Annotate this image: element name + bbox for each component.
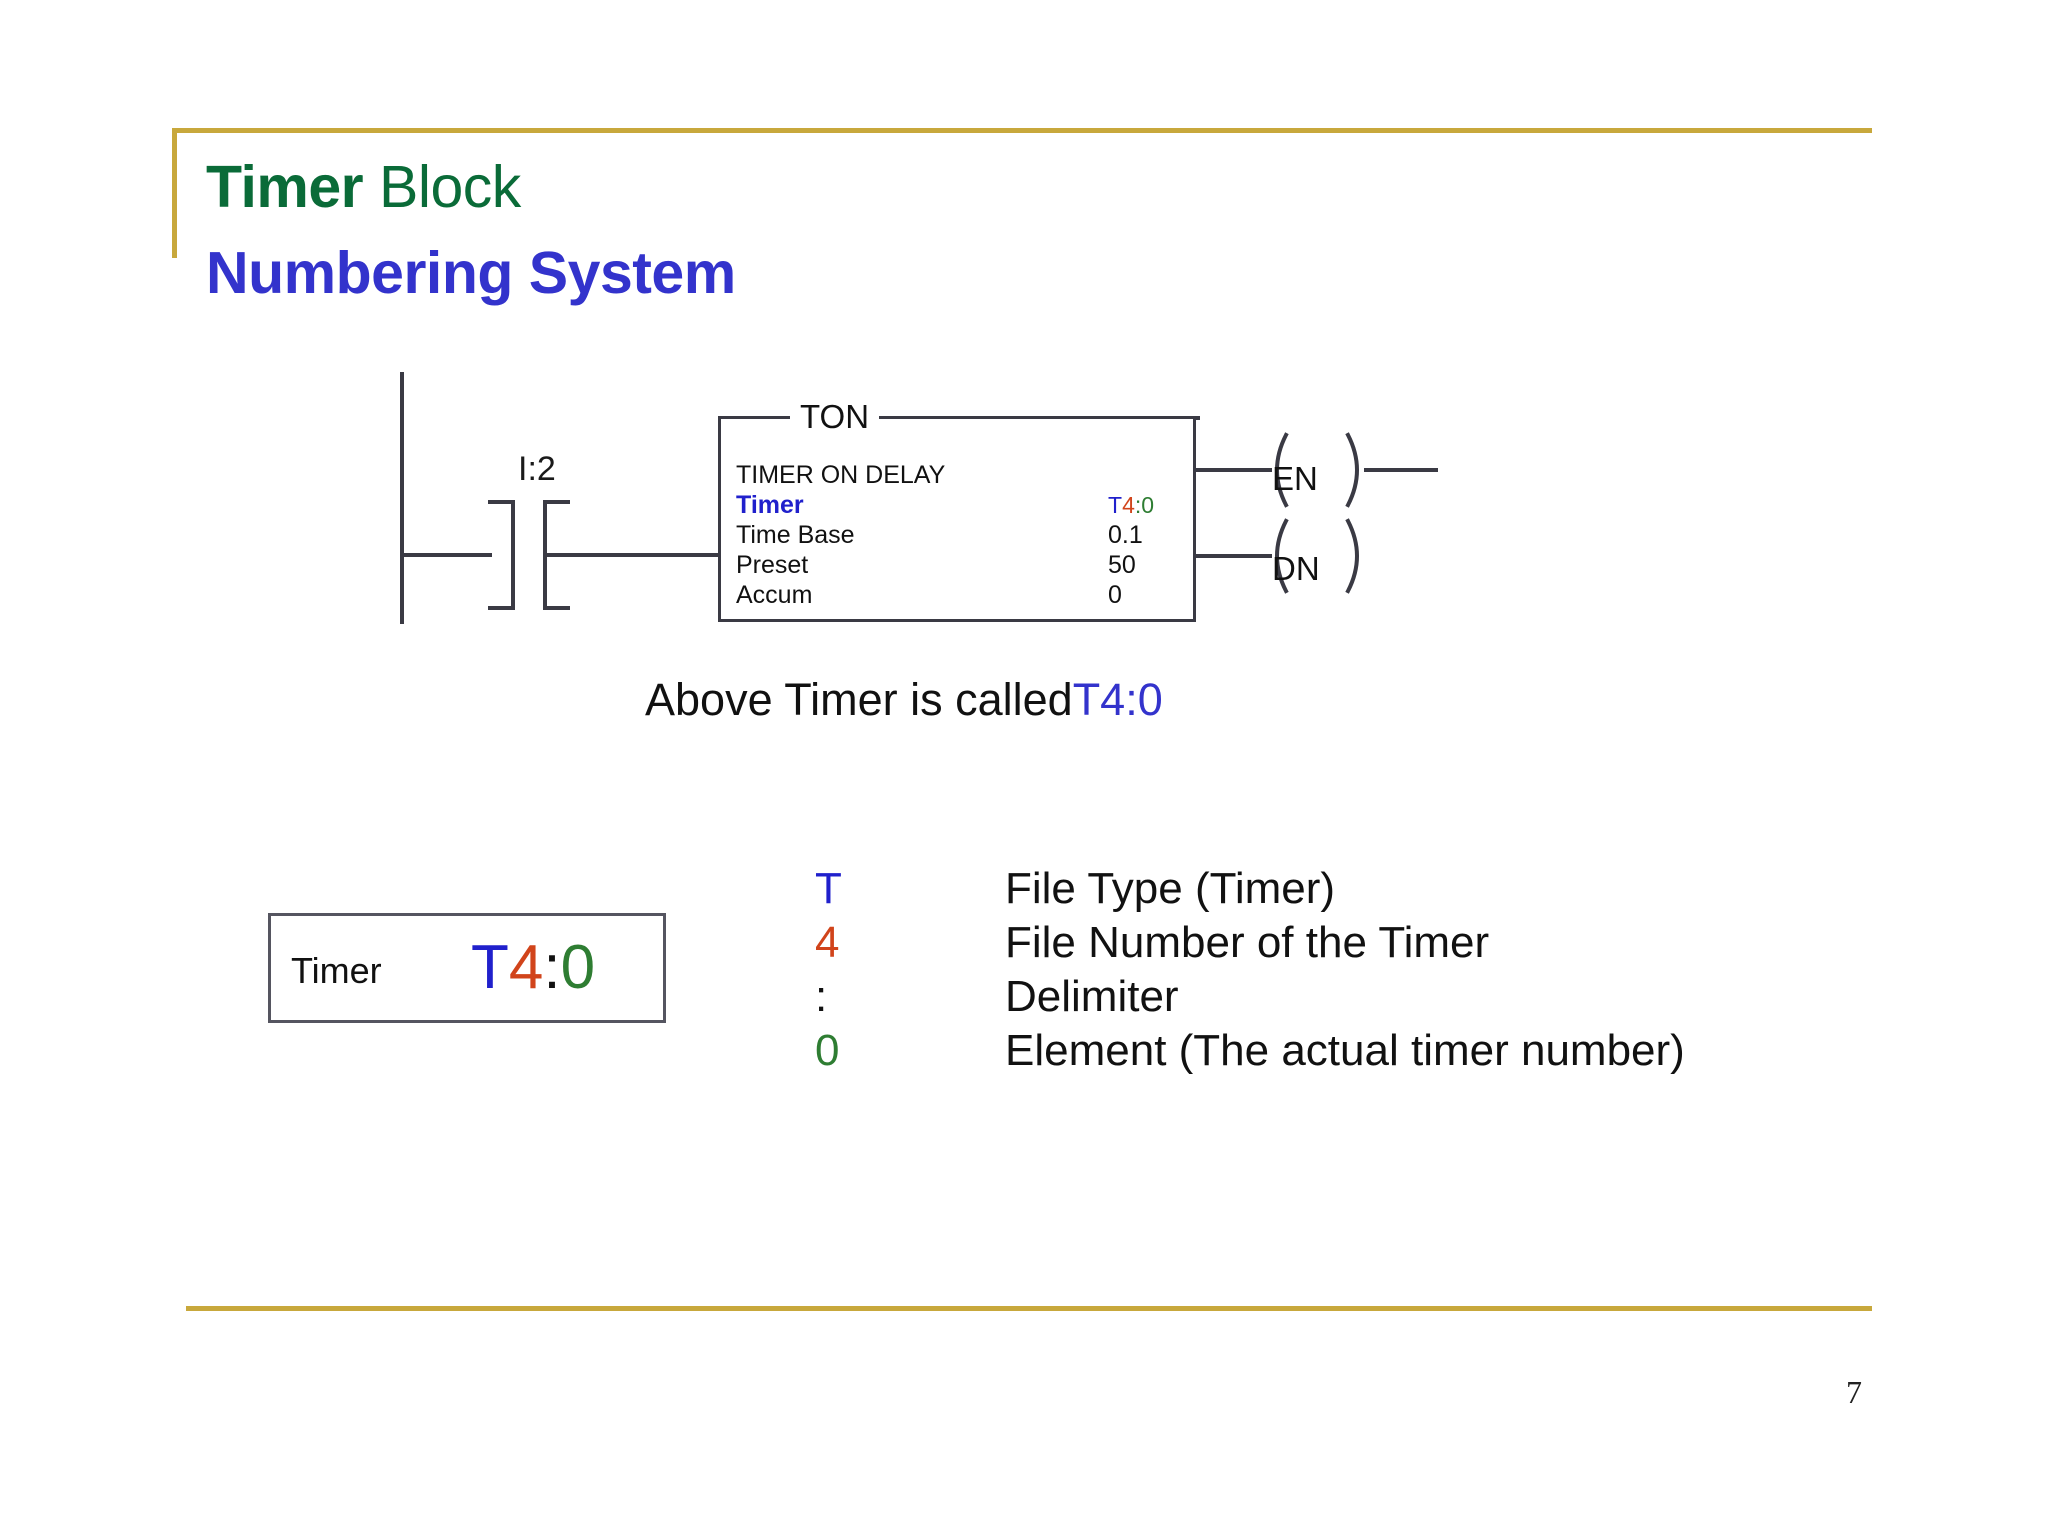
ton-row-time-base: Time Base 0.1 <box>736 520 1186 550</box>
ton-row-label: TIMER ON DELAY <box>736 461 946 489</box>
legend-row: : Delimiter <box>815 970 1875 1024</box>
legend-description: File Type (Timer) <box>1005 864 1336 913</box>
timer-address-box-code: T4:0 <box>471 930 595 1006</box>
timer-code-element: 0 <box>560 933 596 1002</box>
page-title-line-1: Timer Block <box>206 152 521 222</box>
ton-row-value: 0 <box>1108 581 1122 609</box>
ton-row-description: TIMER ON DELAY <box>736 460 1186 490</box>
title-word-timer: Timer <box>206 154 364 220</box>
legend-symbol: 4 <box>815 918 840 967</box>
legend-symbol: 0 <box>815 1026 840 1075</box>
dn-coil-right-paren <box>1345 518 1359 594</box>
timer-code-file-type: T <box>471 933 509 1002</box>
ton-row-accum: Accum 0 <box>736 580 1186 610</box>
legend-description: Element (The actual timer number) <box>1005 1026 1685 1075</box>
page-title-line-2: Numbering System <box>206 240 736 306</box>
en-coil-label: EN <box>1272 460 1318 497</box>
legend-row: T File Type (Timer) <box>815 862 1875 916</box>
contact-blade-left-bottom <box>488 553 515 610</box>
dn-coil-left-paren <box>1275 518 1289 594</box>
page-number: 7 <box>1846 1374 1862 1410</box>
gold-rule-bottom <box>186 1306 1872 1311</box>
legend-symbol: : <box>815 972 828 1021</box>
timer-addr-delimiter: : <box>1134 492 1142 518</box>
ton-block-header: TON <box>790 399 880 435</box>
timer-addr-file-number: 4 <box>1122 492 1135 518</box>
contact-address-label: I:2 <box>518 450 556 488</box>
dn-coil-label: DN <box>1272 550 1320 587</box>
timer-addr-file-type: T <box>1108 492 1123 518</box>
legend-symbol: T <box>815 864 842 913</box>
address-legend: T File Type (Timer) 4 File Number of the… <box>815 862 1875 1078</box>
ton-row-label: Accum <box>736 581 813 609</box>
timer-addr-element: 0 <box>1141 492 1155 518</box>
ton-row-preset: Preset 50 <box>736 550 1186 580</box>
timer-code-file-number: 4 <box>508 933 544 1002</box>
gold-rule-left <box>172 128 177 258</box>
legend-description: Delimiter <box>1005 972 1179 1021</box>
legend-row: 4 File Number of the Timer <box>815 916 1875 970</box>
en-coil-right-paren <box>1345 432 1359 508</box>
timer-caption: Above Timer is calledT4:0 <box>645 673 1163 727</box>
ton-row-value: 0.1 <box>1108 521 1143 549</box>
en-coil-left-paren <box>1275 432 1289 508</box>
legend-description: File Number of the Timer <box>1005 918 1490 967</box>
timer-code-delimiter: : <box>543 933 561 1002</box>
contact-blade-right-bottom <box>543 553 570 610</box>
ton-row-label: Time Base <box>736 521 855 549</box>
title-word-block: Block <box>363 154 521 220</box>
ton-row-label: Preset <box>736 551 809 579</box>
ton-parameter-list: TIMER ON DELAY Timer T4:0 Time Base 0.1 … <box>736 460 1186 610</box>
legend-row: 0 Element (The actual timer number) <box>815 1024 1875 1078</box>
caption-code: T4:0 <box>1072 674 1163 725</box>
ton-timer-address: T4:0 <box>1108 490 1154 520</box>
ton-row-label: Timer <box>736 491 804 519</box>
contact-blade-right-top <box>543 500 570 557</box>
contact-blade-left-top <box>488 500 515 557</box>
ton-row-value: 50 <box>1108 551 1136 579</box>
caption-text: Above Timer is called <box>645 674 1073 725</box>
ton-row-timer: Timer T4:0 <box>736 490 1186 520</box>
timer-address-box-label: Timer <box>291 950 382 991</box>
timer-address-box: Timer T4:0 <box>268 913 666 1023</box>
ton-instruction-block <box>718 416 1196 622</box>
gold-rule-top <box>172 128 1872 133</box>
